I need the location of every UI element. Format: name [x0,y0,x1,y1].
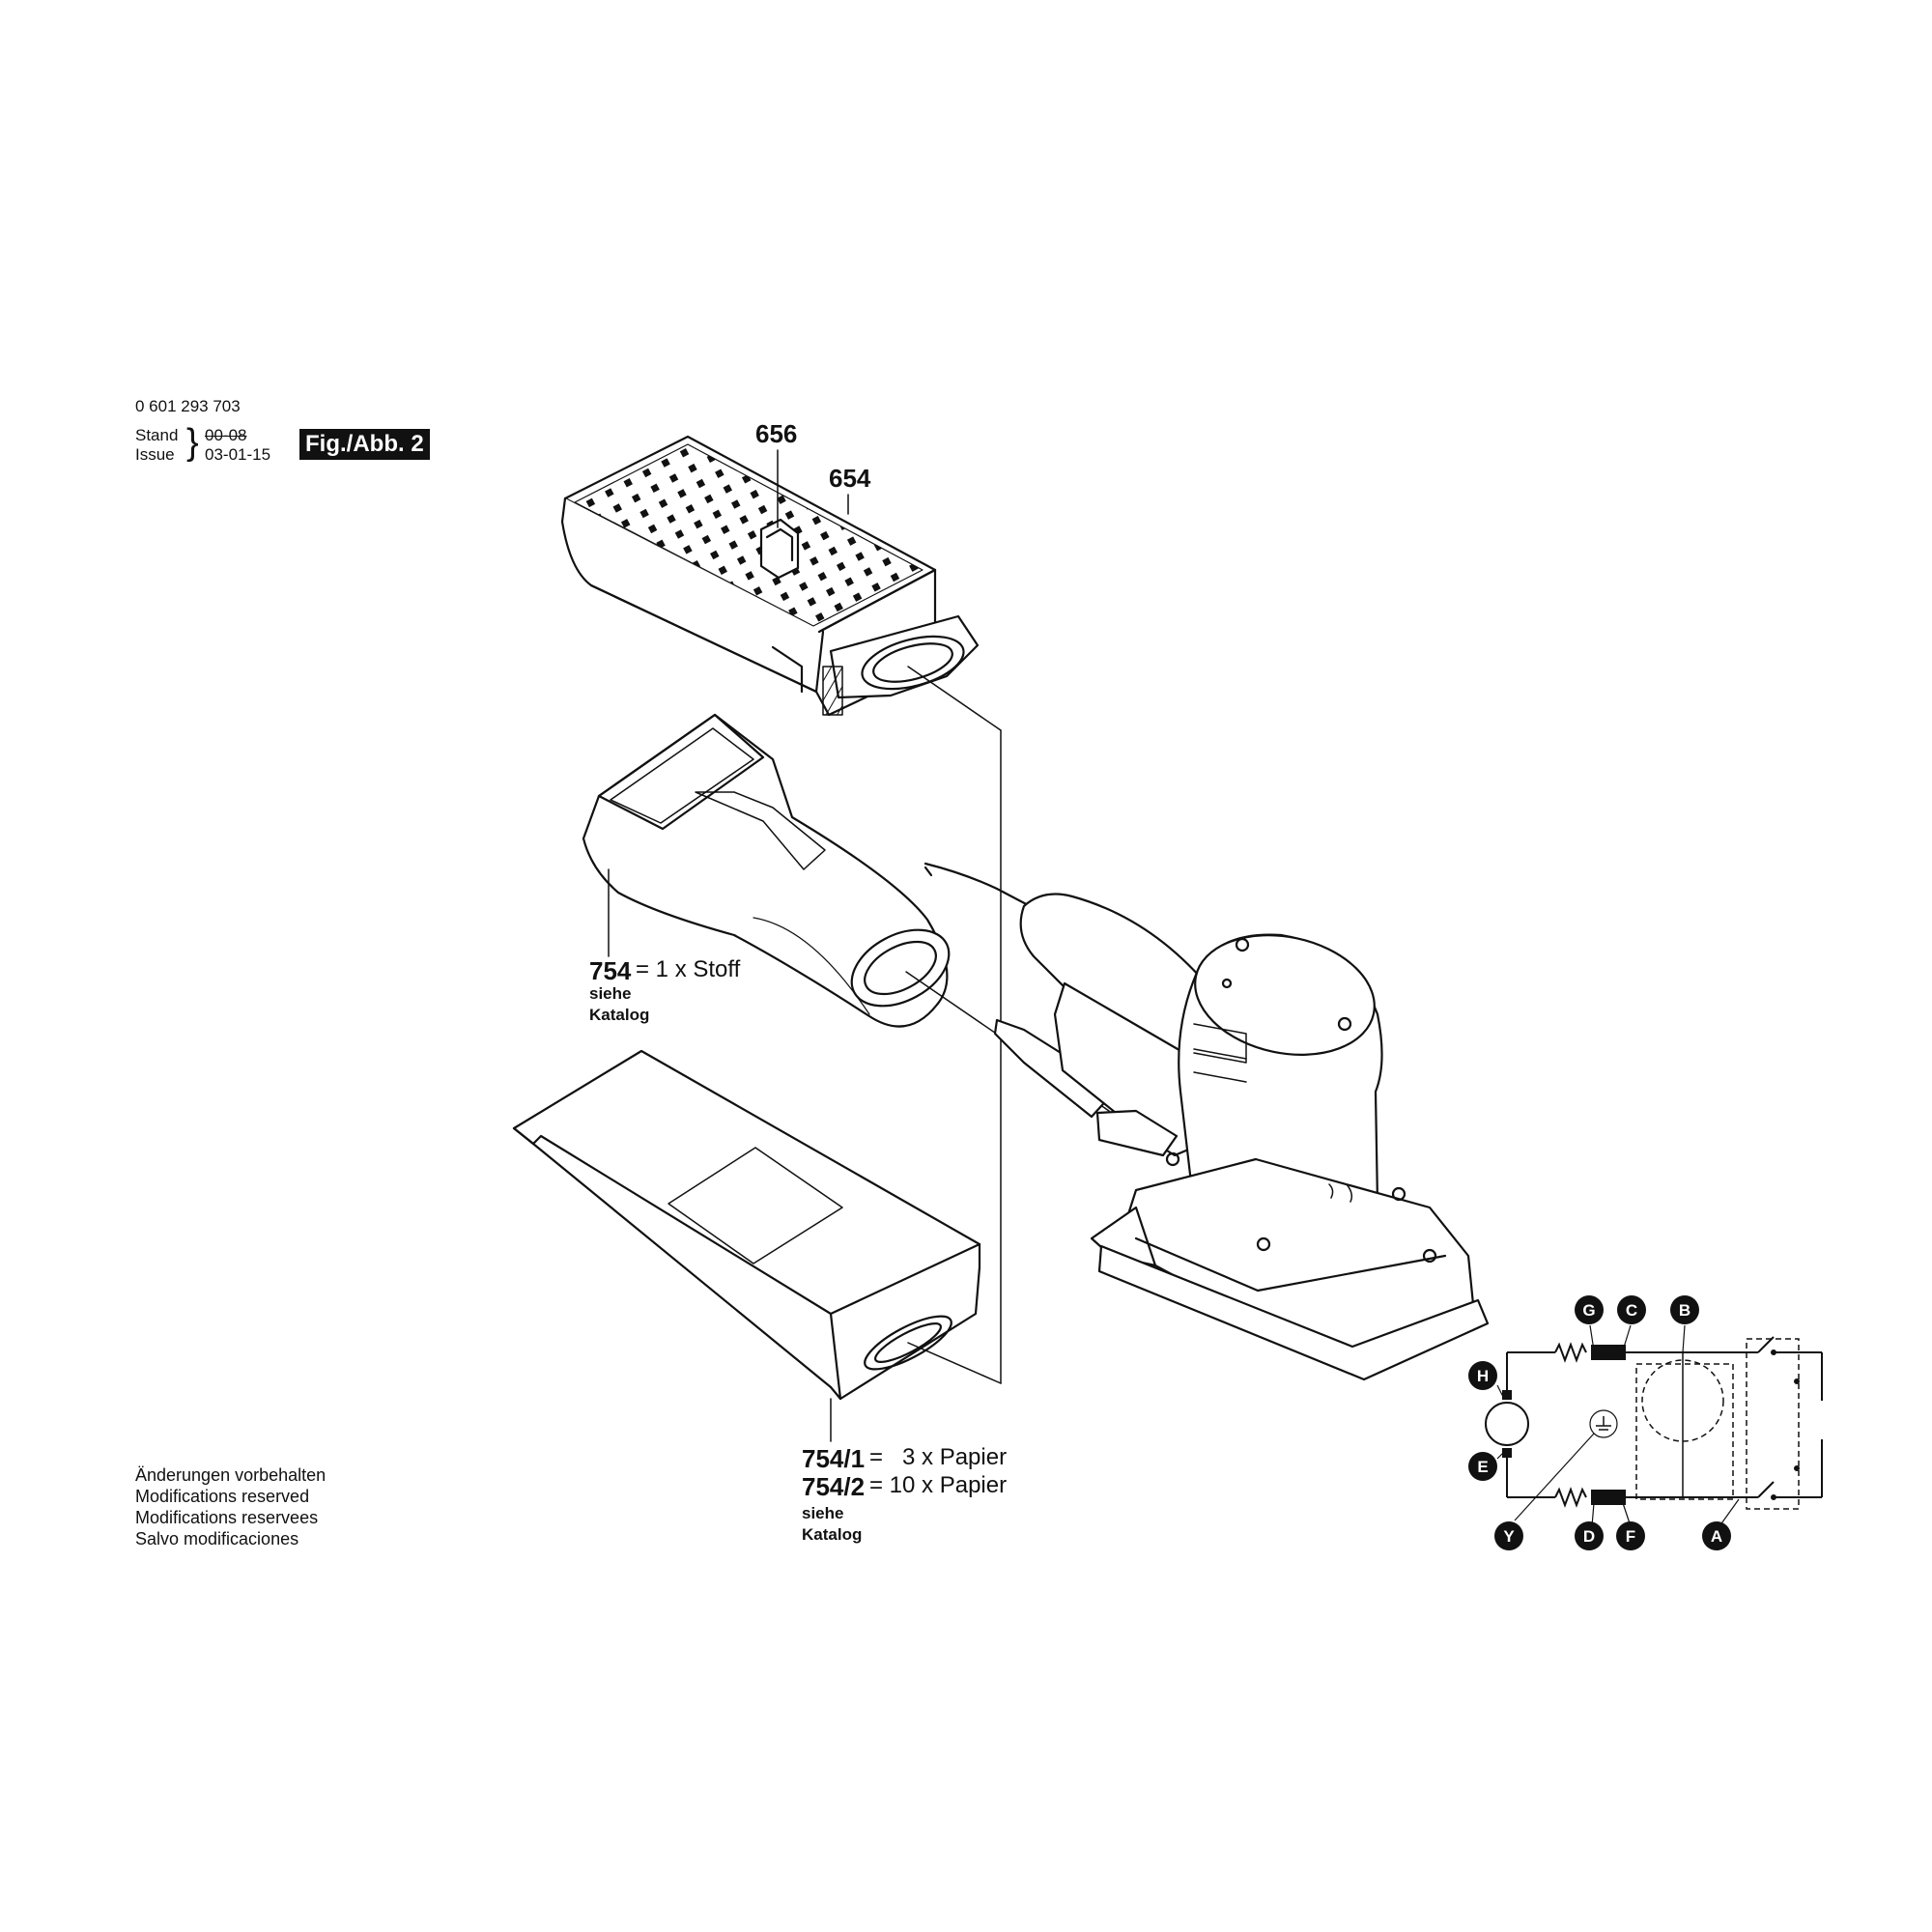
figure-badge: Fig./Abb. 2 [299,429,430,460]
issue-label: Issue [135,445,175,464]
dust-box [560,435,980,717]
cloth-dust-bag [582,713,951,1028]
svg-text:A: A [1711,1527,1722,1546]
callout-b: B [1670,1295,1699,1324]
stand-label: Stand [135,426,179,444]
callout-f: F [1616,1521,1645,1550]
svg-text:E: E [1477,1458,1488,1476]
paper-dust-bag [512,1049,981,1401]
note-line-3: Modifications reservees [135,1508,319,1527]
note-line-4: Salvo modificaciones [135,1529,299,1548]
svg-text:C: C [1626,1301,1637,1320]
svg-text:G: G [1582,1301,1595,1320]
orbital-sander [923,862,1490,1381]
callout-754-2: 754/2 [802,1472,866,1501]
svg-text:H: H [1477,1367,1489,1385]
svg-text:B: B [1679,1301,1690,1320]
svg-text:Y: Y [1503,1527,1515,1546]
callout-754-1-desc: = 3 x Papier [869,1444,1008,1470]
note-line-2: Modifications reserved [135,1487,310,1506]
callout-754-12-katalog: Katalog [802,1525,863,1544]
callout-d: D [1575,1521,1604,1550]
wiring-diagram [1485,1324,1823,1527]
callout-754: 754 [589,956,632,985]
callout-e: E [1468,1452,1497,1481]
callout-754-1: 754/1 [802,1444,866,1473]
callout-654: 654 [829,464,871,493]
callout-a: A [1702,1521,1731,1550]
callout-754-desc: = 1 x Stoff [636,956,741,982]
callout-656: 656 [755,419,798,448]
part-number: 0 601 293 703 [135,397,241,415]
issue-value: 03-01-15 [205,445,271,464]
callout-h: H [1468,1361,1497,1390]
callout-754-2-desc: = 10 x Papier [869,1472,1008,1498]
callout-y: Y [1494,1521,1523,1550]
stand-value: 00-08 [205,426,247,444]
svg-text:F: F [1626,1527,1635,1546]
circuit-callouts: G C B H E Y D F A [1468,1295,1731,1550]
callout-754-katalog: Katalog [589,1006,650,1024]
callout-754-12-siehe: siehe [802,1504,844,1522]
callout-754-siehe: siehe [589,984,632,1003]
callout-c: C [1617,1295,1646,1324]
svg-text:D: D [1583,1527,1595,1546]
brace-icon: } [186,422,199,463]
note-line-1: Änderungen vorbehalten [135,1465,327,1485]
callout-g: G [1575,1295,1604,1324]
